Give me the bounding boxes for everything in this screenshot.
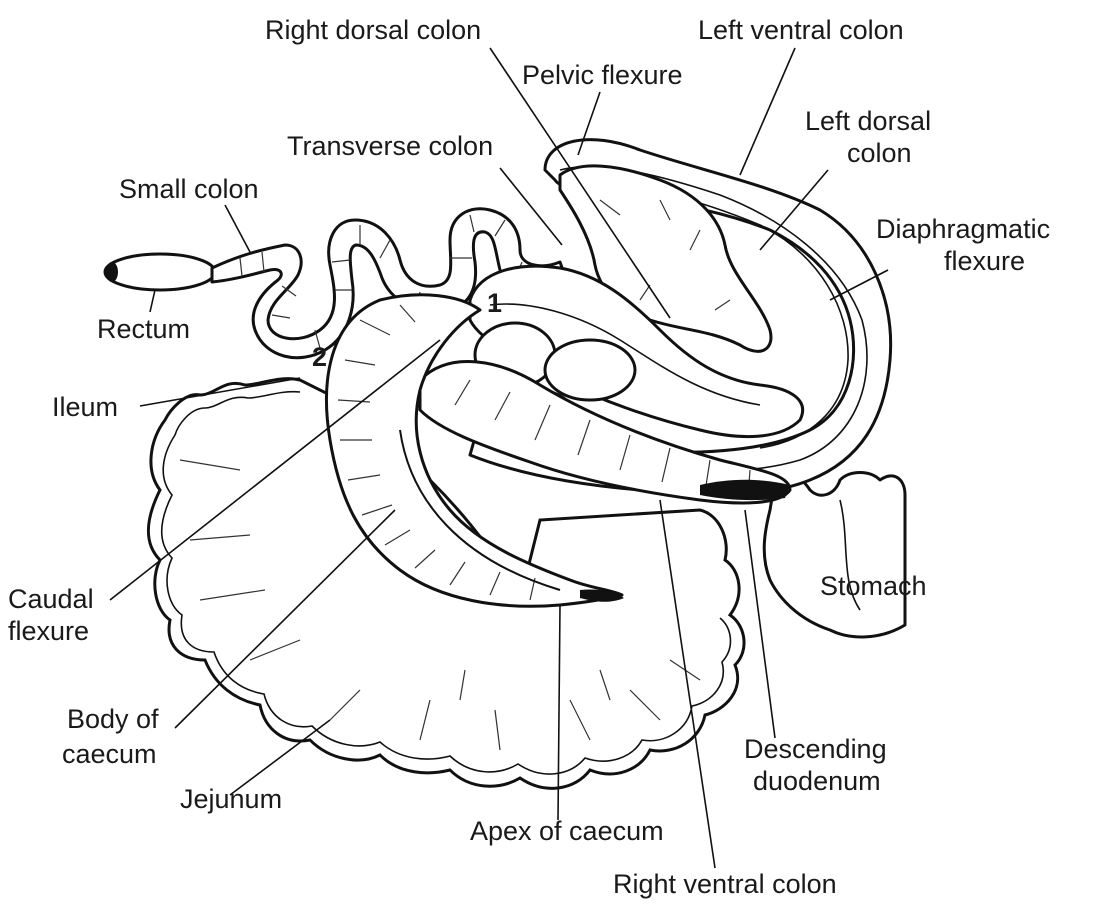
label-left-dorsal-colon-line2: colon bbox=[847, 138, 912, 168]
marker-2: 2 bbox=[312, 342, 327, 372]
label-right-ventral-colon: Right ventral colon bbox=[613, 869, 837, 899]
label-jejunum: Jejunum bbox=[180, 784, 282, 814]
label-caudal-flexure-line2: flexure bbox=[8, 616, 89, 646]
stomach-shape bbox=[764, 473, 905, 637]
label-pelvic-flexure: Pelvic flexure bbox=[522, 60, 683, 90]
label-transverse-colon: Transverse colon bbox=[287, 131, 493, 161]
label-diaphragmatic-flexure-line2: flexure bbox=[944, 246, 1025, 276]
label-body-of-caecum-line1: Body of bbox=[67, 704, 159, 734]
label-body-of-caecum-line2: caecum bbox=[62, 739, 157, 769]
label-descending-duodenum-line1: Descending bbox=[744, 734, 887, 764]
rectum-shape bbox=[105, 254, 215, 290]
label-stomach: Stomach bbox=[820, 571, 927, 601]
shadow-2 bbox=[700, 480, 790, 500]
label-left-dorsal-colon-line1: Left dorsal bbox=[805, 106, 931, 136]
label-small-colon: Small colon bbox=[119, 174, 259, 204]
label-right-dorsal-colon: Right dorsal colon bbox=[265, 15, 481, 45]
label-left-ventral-colon: Left ventral colon bbox=[698, 15, 904, 45]
label-apex-of-caecum: Apex of caecum bbox=[470, 816, 664, 846]
marker-1: 1 bbox=[487, 288, 502, 318]
leader-rectum bbox=[150, 290, 155, 312]
label-caudal-flexure-line1: Caudal bbox=[8, 584, 94, 614]
label-ileum: Ileum bbox=[52, 392, 118, 422]
leader-small-colon bbox=[225, 205, 250, 252]
label-descending-duodenum-line2: duodenum bbox=[753, 766, 881, 796]
central-lobe bbox=[545, 340, 635, 400]
leader-left-ventral-colon bbox=[740, 48, 795, 175]
label-rectum: Rectum bbox=[97, 314, 190, 344]
label-diaphragmatic-flexure-line1: Diaphragmatic bbox=[876, 214, 1050, 244]
